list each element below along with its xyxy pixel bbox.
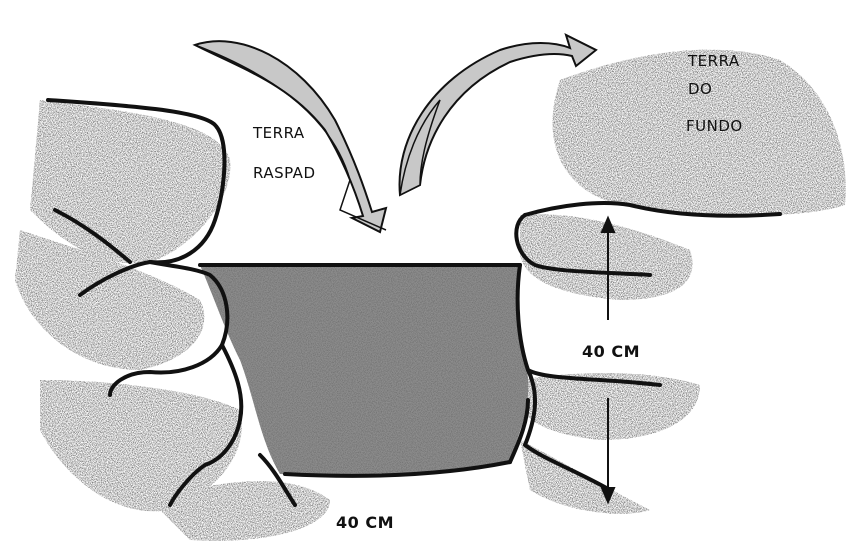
pit-texture: [200, 265, 528, 476]
label-terra-fundo-3: FUNDO: [686, 117, 743, 135]
label-width: 40 CM: [336, 513, 394, 532]
label-terra-fundo-2: DO: [688, 80, 712, 98]
label-terra-raspada-1: TERRA: [253, 124, 305, 142]
label-depth: 40 CM: [582, 342, 640, 361]
label-terra-fundo-1: TERRA: [688, 52, 740, 70]
label-terra-raspada-2: RASPAD: [253, 164, 316, 182]
